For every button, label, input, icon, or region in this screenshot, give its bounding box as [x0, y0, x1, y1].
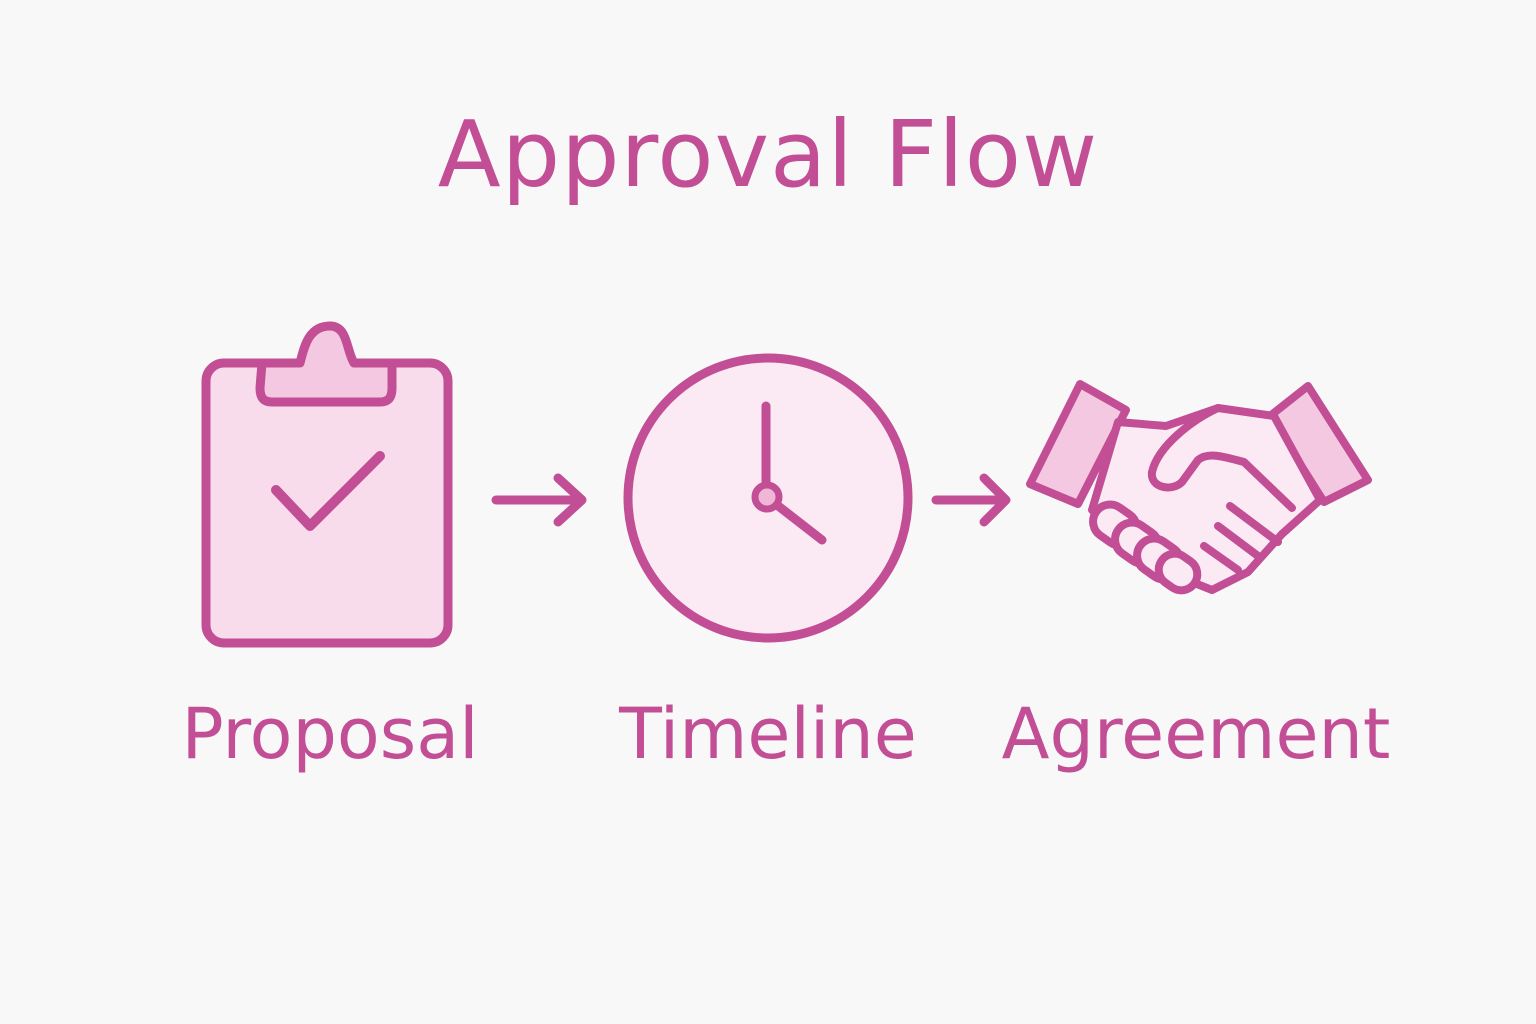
step-label-agreement: Agreement [1001, 693, 1391, 775]
arrow-right-icon [931, 473, 1011, 527]
clipboard-check-icon [201, 321, 453, 648]
handshake-icon [1026, 380, 1372, 595]
step-label-timeline: Timeline [619, 693, 917, 775]
diagram-title: Approval Flow [437, 101, 1099, 208]
step-label-proposal: Proposal [181, 693, 479, 775]
arrow-right-icon [491, 473, 587, 527]
clock-icon [623, 353, 913, 643]
